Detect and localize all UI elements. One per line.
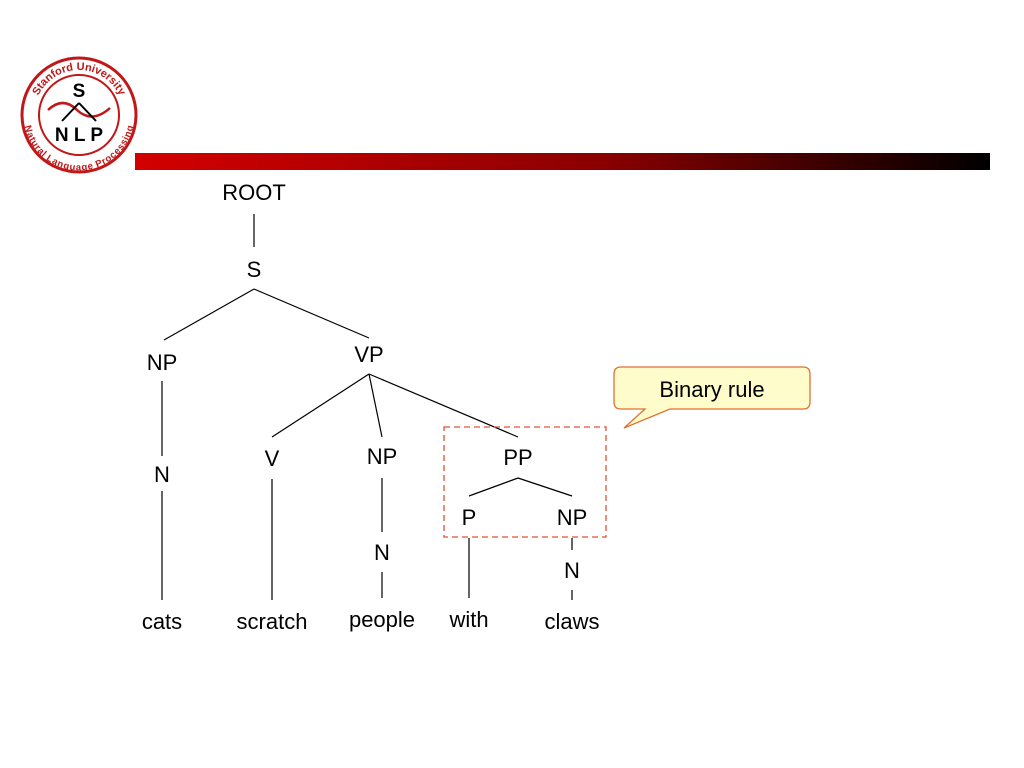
logo-letter-s: S (73, 81, 86, 102)
logo-red-curve (47, 101, 111, 118)
node-np-pp: NP (557, 505, 588, 530)
node-n-pp: N (564, 558, 580, 583)
edge-vp-np (368, 373, 383, 438)
logo-tree-right-branch (78, 102, 97, 122)
word-people: people (349, 607, 415, 632)
word-scratch: scratch (237, 609, 308, 634)
node-np-subject: NP (147, 350, 178, 375)
node-n-object: N (374, 540, 390, 565)
tree-nodes: ROOT S NP VP N V NP N PP P NP N (147, 180, 588, 583)
callout-bubble (613, 366, 811, 429)
edge-pp-np (517, 477, 573, 497)
logo-inner-ring (38, 74, 120, 156)
tree-leaves: cats scratch people with claws (142, 607, 600, 634)
node-np-object: NP (367, 444, 398, 469)
node-s: S (247, 257, 262, 282)
edge-s-vp (253, 288, 370, 339)
binary-rule-callout: Binary rule (613, 366, 811, 429)
edge-s-np (163, 288, 255, 341)
stanford-nlp-logo: Stanford University Natural Language Pro… (20, 56, 138, 174)
tree-edges (161, 214, 573, 600)
word-cats: cats (142, 609, 182, 634)
node-v: V (265, 446, 280, 471)
callout-label: Binary rule (659, 377, 764, 402)
node-n-subject: N (154, 462, 170, 487)
node-vp: VP (354, 342, 383, 367)
logo-tree-left-branch (61, 102, 80, 122)
edge-vp-v (271, 373, 370, 438)
edge-vp-pp (368, 373, 519, 438)
header-bar (135, 153, 990, 170)
node-pp: PP (503, 445, 532, 470)
node-p: P (462, 505, 477, 530)
word-claws: claws (544, 609, 599, 634)
word-with: with (448, 607, 488, 632)
binary-rule-highlight-box (443, 426, 607, 538)
logo-letters-nlp: N L P (55, 125, 104, 146)
node-root: ROOT (222, 180, 286, 205)
edge-pp-p (468, 477, 519, 497)
